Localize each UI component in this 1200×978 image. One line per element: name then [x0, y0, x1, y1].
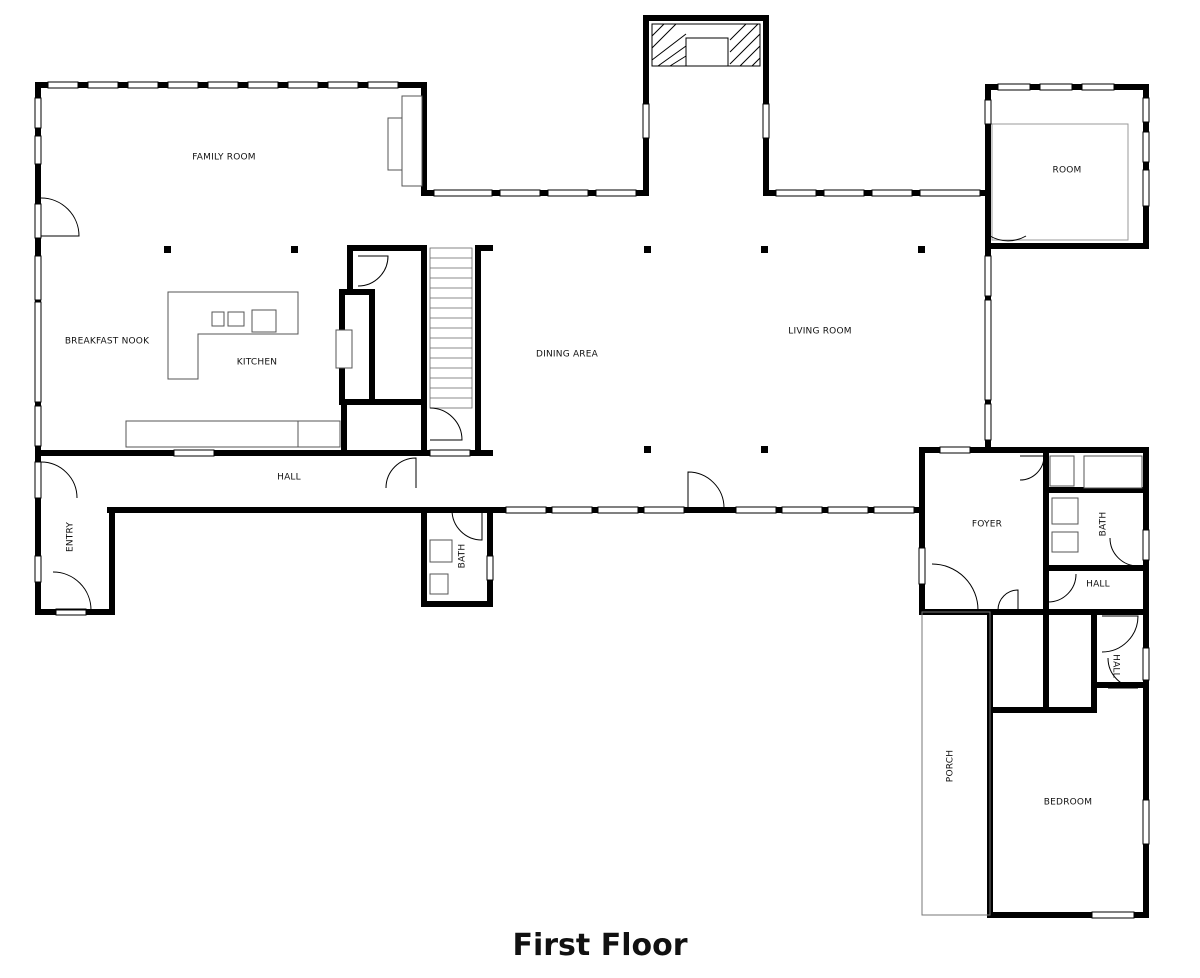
label-breakfast-nook: BREAKFAST NOOK	[65, 337, 150, 347]
label-family-room: FAMILY ROOM	[192, 153, 256, 163]
label-bedroom: BEDROOM	[1044, 798, 1092, 808]
label-entry: ENTRY	[66, 522, 76, 552]
label-hall-main: HALL	[277, 473, 301, 483]
label-room: ROOM	[1053, 166, 1082, 176]
label-porch: PORCH	[946, 750, 956, 782]
posts	[164, 246, 925, 453]
label-living-room: LIVING ROOM	[788, 327, 851, 337]
fireplace	[651, 23, 761, 67]
label-hall-right: HALL	[1086, 580, 1110, 590]
room-labels: FAMILY ROOM BREAKFAST NOOK KITCHEN DININ…	[65, 153, 1121, 808]
doors	[40, 197, 1139, 689]
label-kitchen: KITCHEN	[237, 358, 277, 368]
label-bath-right: BATH	[1099, 512, 1109, 537]
floor-title: First Floor	[512, 928, 688, 963]
label-bath-center: BATH	[458, 544, 468, 569]
label-hall-small: HALL	[1111, 654, 1121, 678]
stairs	[429, 247, 473, 409]
label-foyer: FOYER	[972, 520, 1002, 530]
porch-outline	[921, 611, 991, 916]
label-dining-area: DINING AREA	[536, 350, 599, 360]
bath-fixtures	[429, 455, 1143, 595]
windows	[34, 81, 1150, 919]
room-closet	[991, 123, 1129, 241]
kitchen-fixtures	[125, 95, 423, 448]
